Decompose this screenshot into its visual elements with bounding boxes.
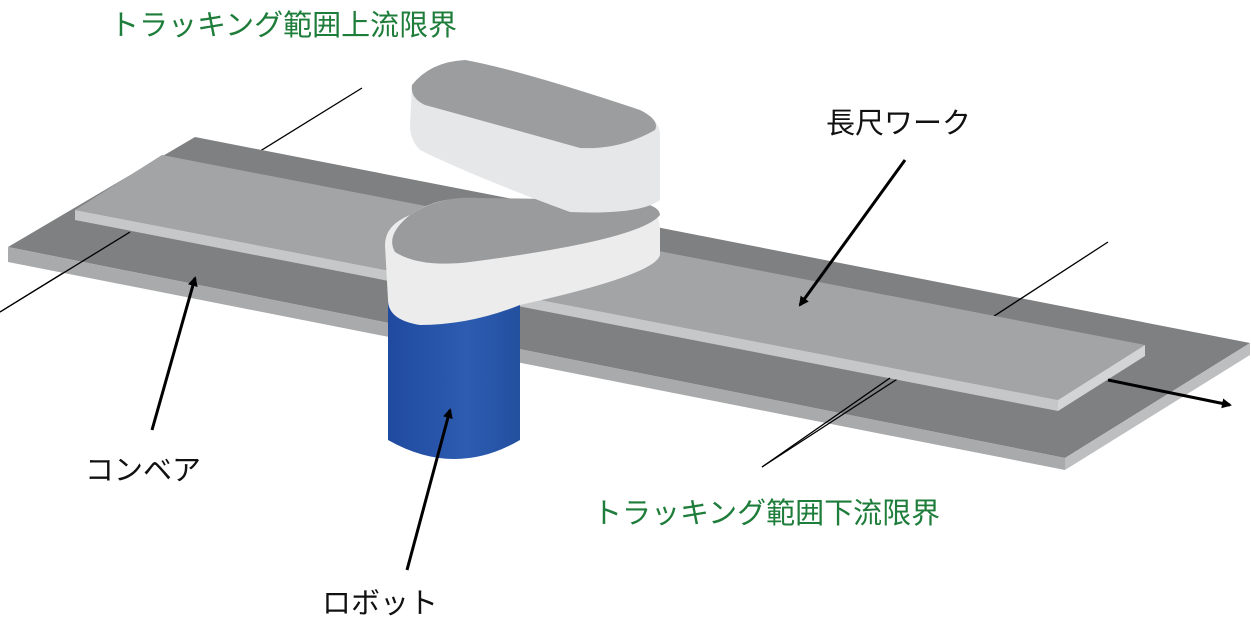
downstream-limit-line-front <box>761 377 891 468</box>
long-workpiece-label: 長尺ワーク <box>826 106 972 140</box>
upstream-limit-label: トラッキング範囲上流限界 <box>110 8 458 42</box>
conveyor-arrow <box>150 276 198 431</box>
upstream-limit-line-front <box>0 231 131 313</box>
robot-upper-arm-top <box>411 60 656 149</box>
robot <box>385 60 660 459</box>
downstream-limit-label: トラッキング範囲下流限界 <box>593 496 941 530</box>
robot-arrow <box>405 408 453 571</box>
conveyor-label: コンベア <box>85 453 202 487</box>
robot-lower-arm-top <box>392 197 660 264</box>
workpiece-arrow <box>798 159 907 307</box>
robot-label: ロボット <box>322 586 439 619</box>
robot-base <box>388 300 520 459</box>
conveyor-direction-arrow <box>1107 378 1232 409</box>
